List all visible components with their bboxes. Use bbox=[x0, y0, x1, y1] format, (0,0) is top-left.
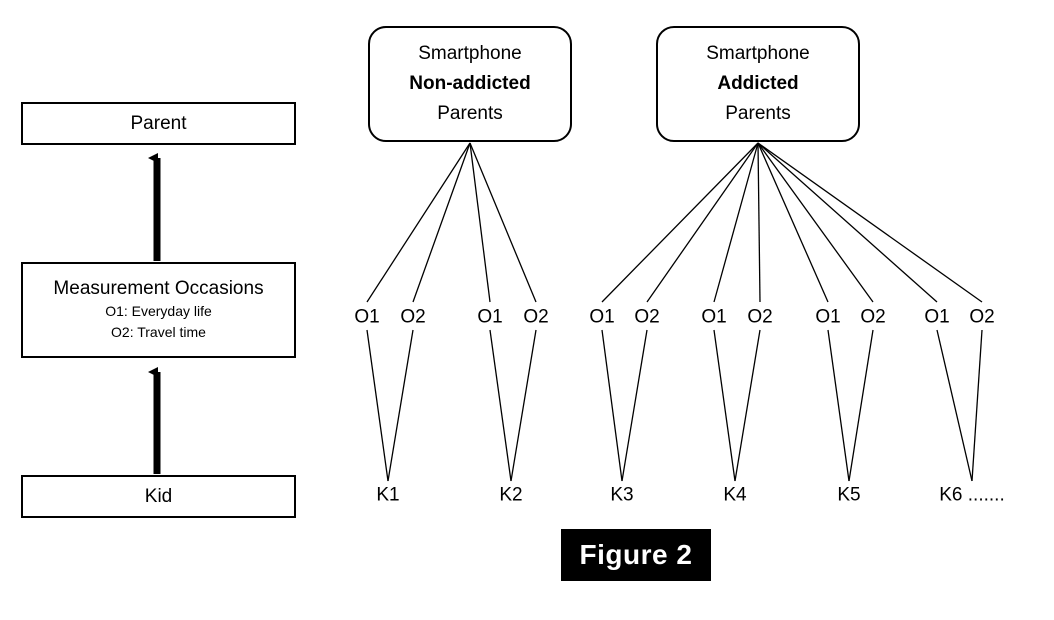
edge-non-addicted-to-K1-O2 bbox=[412, 142, 471, 303]
occasion-label-K4-O1: O1 bbox=[701, 306, 727, 328]
edge-addicted-to-K5-O1 bbox=[757, 142, 829, 303]
group-non-addicted-line-2: Non-addicted bbox=[409, 73, 531, 94]
occasion-label-K1-O2: O2 bbox=[400, 306, 426, 328]
occasion-label-K6-O2: O2 bbox=[969, 306, 995, 328]
edge-O1-to-K3 bbox=[601, 329, 623, 482]
kid-label-K1: K1 bbox=[376, 484, 400, 506]
edge-O1-to-K1 bbox=[366, 329, 389, 482]
kid-label-K6: K6 ....... bbox=[939, 484, 1005, 506]
occasion-label-K4-O2: O2 bbox=[747, 306, 773, 328]
edge-O1-to-K2 bbox=[489, 329, 512, 482]
occasion-label-K6-O1: O1 bbox=[924, 306, 950, 328]
edge-non-addicted-to-K2-O1 bbox=[469, 142, 491, 303]
edge-addicted-to-K6-O1 bbox=[757, 142, 938, 303]
edge-O2-to-K4 bbox=[734, 329, 761, 482]
edge-O1-to-K4 bbox=[713, 329, 736, 482]
occasion-label-K5-O1: O1 bbox=[815, 306, 841, 328]
legend-box-measurement-occasions: Measurement Occasions O1: Everyday life … bbox=[21, 262, 296, 358]
occasion-label-K2-O1: O1 bbox=[477, 306, 503, 328]
kid-label-K5: K5 bbox=[837, 484, 861, 506]
occasion-label-K5-O2: O2 bbox=[860, 306, 886, 328]
occasion-label-K2-O2: O2 bbox=[523, 306, 549, 328]
legend-box-occasions-title: Measurement Occasions bbox=[53, 278, 264, 299]
kid-label-K3: K3 bbox=[610, 484, 634, 506]
edge-addicted-to-K4-O1 bbox=[713, 142, 759, 303]
tree-edges bbox=[366, 142, 983, 482]
legend-occasion-o2-description: O2: Travel time bbox=[111, 324, 206, 340]
group-non-addicted-line-1: Smartphone bbox=[418, 43, 522, 64]
edge-O2-to-K2 bbox=[510, 329, 537, 482]
edge-O2-to-K6 bbox=[971, 329, 983, 482]
group-addicted-line-1: Smartphone bbox=[706, 43, 810, 64]
group-box-non-addicted-parents: Smartphone Non-addicted Parents bbox=[368, 26, 572, 142]
occasion-label-K3-O1: O1 bbox=[589, 306, 615, 328]
legend-box-kid-title: Kid bbox=[144, 485, 173, 507]
figure-caption-text: Figure 2 bbox=[579, 539, 693, 570]
group-addicted-line-2: Addicted bbox=[717, 73, 799, 94]
legend-box-parent-title: Parent bbox=[130, 112, 187, 134]
legend-box-kid: Kid bbox=[21, 475, 296, 518]
occasion-label-K1-O1: O1 bbox=[354, 306, 380, 328]
edge-addicted-to-K6-O2 bbox=[757, 142, 983, 303]
edge-addicted-to-K5-O2 bbox=[757, 142, 874, 303]
group-non-addicted-line-3: Parents bbox=[437, 103, 503, 124]
edge-O2-to-K3 bbox=[621, 329, 648, 482]
group-addicted-line-3: Parents bbox=[725, 103, 791, 124]
edge-addicted-to-K3-O2 bbox=[646, 142, 759, 303]
figure-caption-badge: Figure 2 bbox=[561, 529, 711, 581]
edge-addicted-to-K3-O1 bbox=[601, 142, 759, 303]
edge-O1-to-K5 bbox=[827, 329, 850, 482]
edge-O2-to-K5 bbox=[848, 329, 874, 482]
edge-O2-to-K1 bbox=[387, 329, 414, 482]
occasion-label-K3-O2: O2 bbox=[634, 306, 660, 328]
kid-label-K2: K2 bbox=[499, 484, 523, 506]
edge-non-addicted-to-K1-O1 bbox=[366, 142, 471, 303]
edge-addicted-to-K4-O2 bbox=[757, 142, 761, 303]
edge-O1-to-K6 bbox=[936, 329, 973, 482]
group-box-addicted-parents: Smartphone Addicted Parents bbox=[656, 26, 860, 142]
edge-non-addicted-to-K2-O2 bbox=[469, 142, 537, 303]
kid-label-K4: K4 bbox=[723, 484, 747, 506]
legend-occasion-o1-description: O1: Everyday life bbox=[105, 303, 212, 319]
legend-box-parent: Parent bbox=[21, 102, 296, 145]
